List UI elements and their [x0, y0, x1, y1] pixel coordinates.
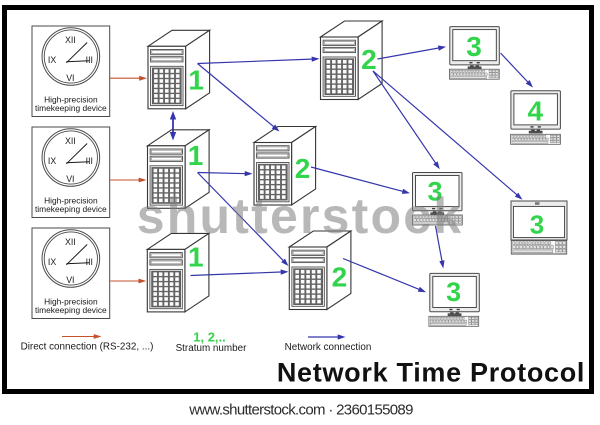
- svg-text:1, 2,..: 1, 2,..: [193, 329, 226, 344]
- svg-text:2: 2: [332, 261, 348, 292]
- svg-text:1: 1: [188, 242, 204, 273]
- svg-text:Network connection: Network connection: [285, 342, 372, 353]
- svg-text:2: 2: [295, 153, 311, 184]
- svg-text:3: 3: [427, 176, 442, 206]
- svg-text:Network Time Protocol: Network Time Protocol: [277, 358, 585, 388]
- svg-text:3: 3: [446, 277, 461, 307]
- svg-text:Direct connection (RS-232, ...: Direct connection (RS-232, ...): [21, 342, 154, 353]
- svg-text:shutterstock: shutterstock: [137, 188, 463, 244]
- svg-text:3: 3: [530, 210, 544, 240]
- svg-text:3: 3: [466, 31, 482, 62]
- svg-text:www.shutterstock.com · 2360155: www.shutterstock.com · 2360155089: [188, 402, 413, 419]
- svg-text:Stratum number: Stratum number: [176, 343, 248, 354]
- svg-text:4: 4: [528, 96, 544, 127]
- svg-text:1: 1: [188, 140, 204, 171]
- svg-text:1: 1: [188, 64, 204, 95]
- svg-text:2: 2: [361, 44, 377, 75]
